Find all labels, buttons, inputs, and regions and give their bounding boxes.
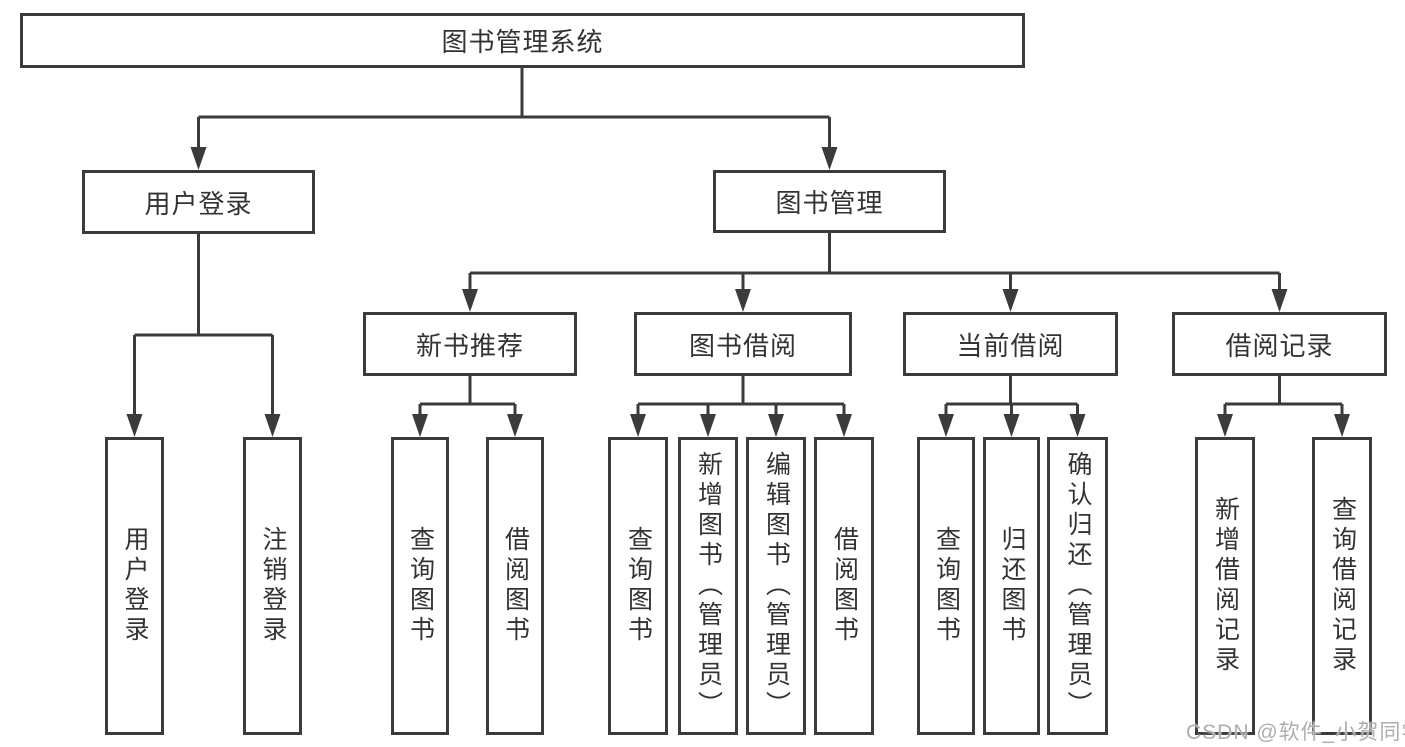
node-new-book-recommend: 新书推荐 [363, 312, 577, 376]
node-label: 当前借阅 [956, 330, 1065, 361]
node-label: 查询图书 [932, 526, 961, 646]
arrow-down-icon [1069, 414, 1086, 437]
node-borrow-records: 借阅记录 [1172, 312, 1387, 376]
arrow-down-icon [1271, 289, 1288, 312]
node-label: 查询图书 [624, 526, 653, 646]
leaf-query-borrow-record: 查询借阅记录 [1312, 437, 1372, 735]
node-label: 图书借阅 [688, 330, 797, 361]
node-book-management: 图书管理 [713, 170, 946, 233]
arrow-down-icon [264, 414, 281, 437]
node-label: 确认归还（管理员） [1064, 451, 1092, 721]
leaf-add-borrow-record: 新增借阅记录 [1195, 437, 1255, 735]
node-user-login: 用户登录 [82, 170, 315, 234]
node-label: 图书管理 [775, 188, 884, 218]
node-label: 查询借阅记录 [1328, 496, 1357, 676]
node-current-borrow: 当前借阅 [903, 312, 1118, 376]
leaf-logout: 注销登录 [243, 437, 302, 735]
arrow-down-icon [821, 147, 838, 170]
arrow-down-icon [1334, 414, 1350, 437]
node-label: 借阅记录 [1225, 330, 1334, 361]
arrow-down-icon [190, 147, 207, 170]
node-book-borrow: 图书借阅 [634, 312, 852, 376]
leaf-query-books-recommend: 查询图书 [391, 437, 449, 735]
node-label: 用户登录 [121, 526, 149, 646]
arrow-down-icon [836, 414, 852, 437]
node-label: 编辑图书（管理员） [762, 451, 791, 721]
leaf-borrow-books-recommend: 借阅图书 [486, 437, 544, 735]
node-label: 新增借阅记录 [1211, 496, 1240, 676]
watermark-text: CSDN @软件_小贺同学 [1186, 721, 1405, 744]
arrow-down-icon [126, 414, 143, 437]
node-label: 新书推荐 [415, 330, 524, 361]
arrow-down-icon [1003, 414, 1020, 437]
node-label: 用户登录 [144, 188, 253, 219]
leaf-borrow-books: 借阅图书 [814, 437, 874, 735]
leaf-query-books: 查询图书 [608, 437, 668, 735]
leaf-add-books-admin: 新增图书（管理员） [678, 437, 738, 735]
arrow-down-icon [768, 414, 784, 437]
leaf-user-login: 用户登录 [105, 437, 164, 735]
arrow-down-icon [412, 414, 428, 437]
node-label: 新增图书（管理员） [694, 451, 723, 721]
arrow-down-icon [507, 414, 523, 437]
leaf-query-books-current: 查询图书 [917, 437, 975, 735]
arrow-down-icon [938, 414, 954, 437]
node-label: 借阅图书 [501, 526, 530, 646]
arrow-down-icon [700, 414, 716, 437]
arrow-down-icon [735, 289, 751, 312]
arrow-down-icon [630, 414, 646, 437]
node-label: 注销登录 [259, 526, 287, 646]
arrow-down-icon [1217, 414, 1233, 437]
arrow-down-icon [462, 289, 478, 312]
node-label: 图书管理系统 [441, 27, 604, 57]
leaf-return-books: 归还图书 [983, 437, 1040, 735]
node-library-system: 图书管理系统 [20, 13, 1025, 68]
arrow-down-icon [1002, 289, 1019, 312]
node-label: 借阅图书 [830, 526, 859, 646]
node-label: 查询图书 [406, 526, 435, 646]
leaf-confirm-return-admin: 确认归还（管理员） [1047, 437, 1108, 735]
leaf-edit-books-admin: 编辑图书（管理员） [746, 437, 806, 735]
node-label: 归还图书 [998, 526, 1026, 646]
